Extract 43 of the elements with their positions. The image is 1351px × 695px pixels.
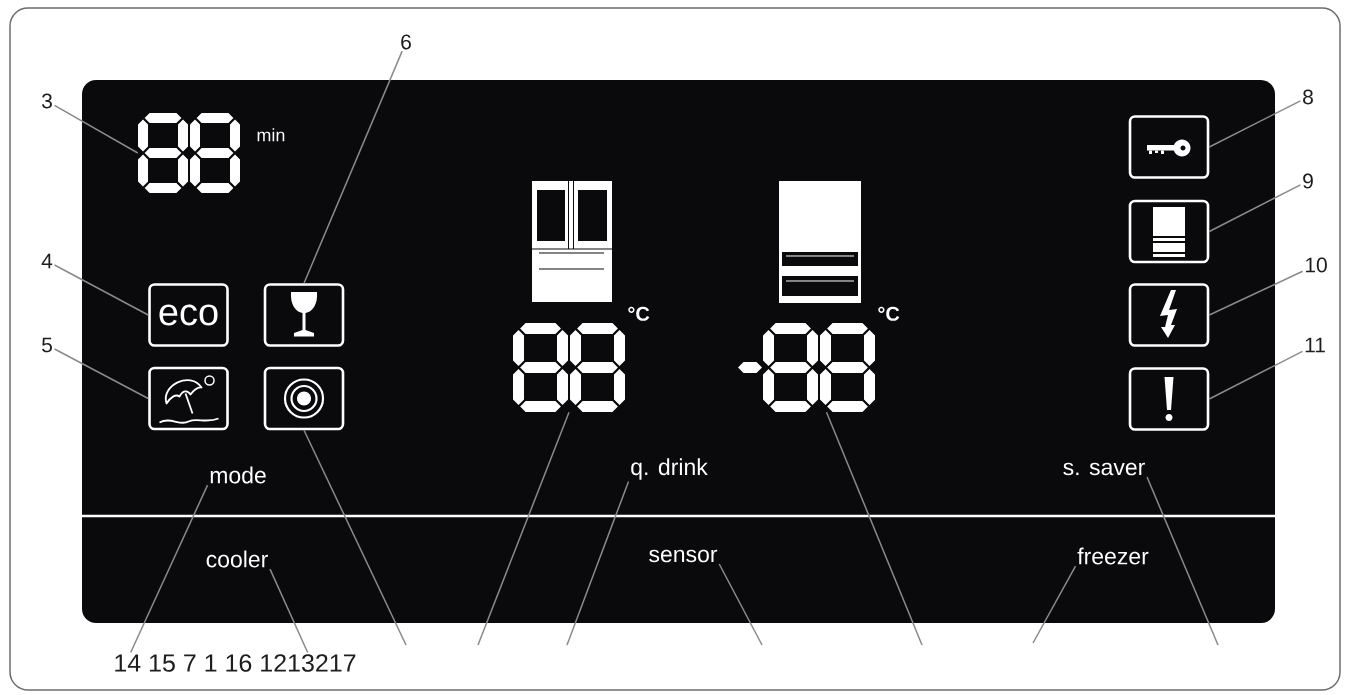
callout-number: 8 [1303,89,1313,105]
indicator-box [1128,367,1210,431]
leader-line [1032,565,1077,644]
function-label: s. saver [1063,462,1145,476]
leader-line [1146,476,1219,646]
leader-line [129,484,209,654]
leader-line [1208,350,1304,400]
callout-number: 11 [1305,337,1325,353]
function-label: freezer [1077,547,1149,565]
leader-line [303,429,407,646]
segment-display [513,323,625,412]
callout-number: 4 [41,253,53,269]
function-label: sensor [649,549,718,563]
indicator-box [148,366,229,431]
leader-line [566,480,630,646]
leader-line [825,411,923,646]
leader-line [53,104,139,154]
function-label: mode [210,466,266,484]
leader-line [1208,184,1302,233]
indicator-box [1128,283,1210,347]
callout-number: 5 [42,337,52,353]
function-label: cooler [206,550,268,568]
leader-line [718,563,763,646]
leader-line [1208,270,1304,316]
leader-line [269,568,309,654]
indicator-box [1128,115,1210,179]
callout-number: 10 [1305,257,1327,273]
segment-display [738,323,875,412]
callout-number: 14 15 7 1 16 1213217 [115,654,356,672]
function-label: q. drink [631,458,708,480]
leader-line [53,348,149,400]
unit-label: °C [878,306,900,321]
leader-line [53,264,149,316]
leader-line [303,50,403,284]
segment-display [138,113,240,193]
leader-line [1208,100,1302,148]
unit-label: °C [628,306,650,321]
callout-number: 9 [1303,173,1313,189]
indicator-box: eco [148,283,229,347]
leader-line [477,411,570,646]
callout-number: 3 [41,93,52,109]
callout-number: 6 [401,34,411,50]
unit-label: min [257,128,285,142]
